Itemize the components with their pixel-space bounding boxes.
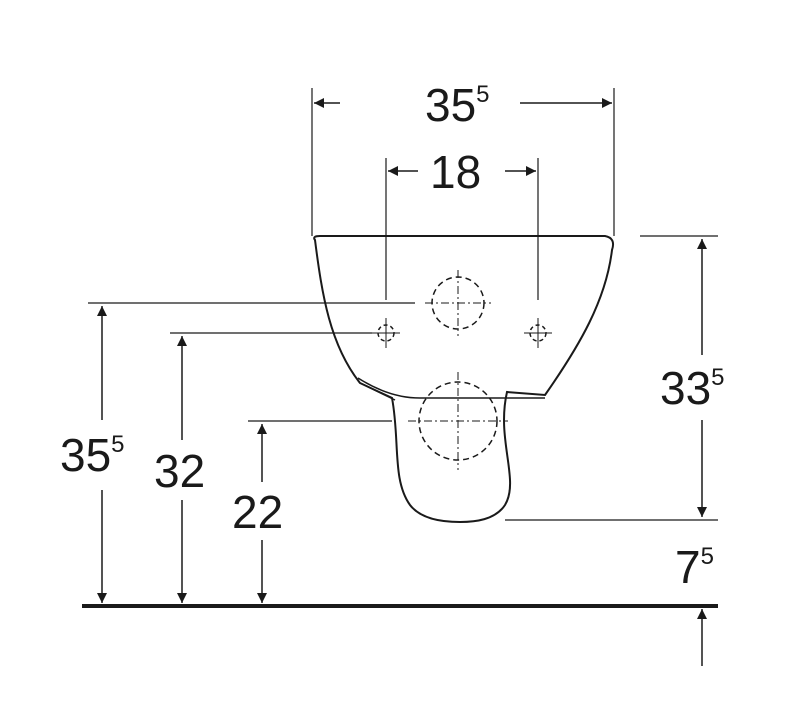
label-right-bowl: 335 (660, 362, 725, 414)
label-left-total: 355 (60, 429, 125, 481)
bowl-seat-line (357, 377, 545, 399)
bowl-rim-line (359, 382, 396, 401)
label-top-width: 355 (425, 79, 490, 131)
label-bottom-gap: 75 (675, 541, 714, 593)
label-hole-spacing: 18 (430, 146, 481, 198)
label-outlet-height: 22 (232, 486, 283, 538)
label-mid-height: 32 (154, 445, 205, 497)
